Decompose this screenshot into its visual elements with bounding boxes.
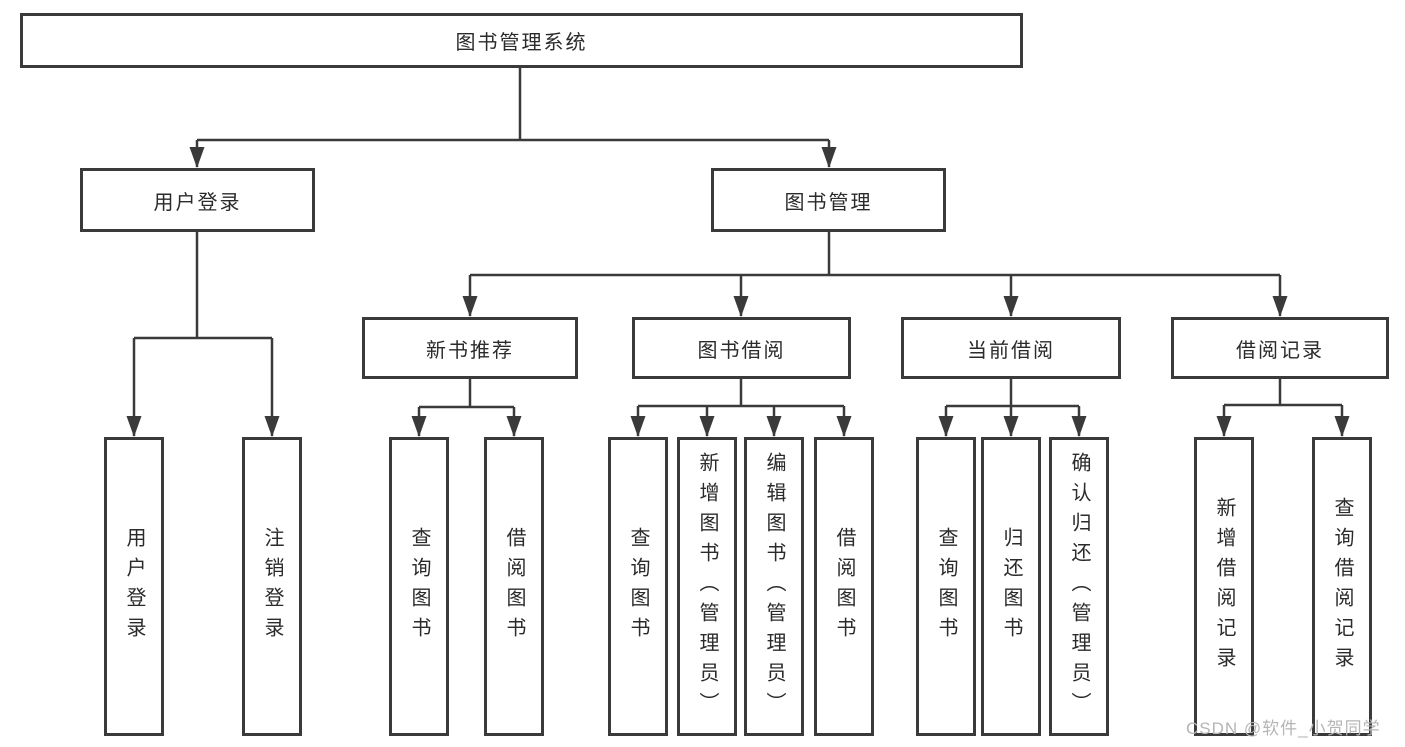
node-root: 图书管理系统 <box>20 13 1023 68</box>
connector-book-mgmt-to-level2 <box>462 232 1288 317</box>
leaf-add-book-admin: 新增图书（管理员） <box>677 437 737 736</box>
leaf-query-books-borrow: 查询图书 <box>608 437 668 736</box>
connector-root-to-level1 <box>189 68 837 168</box>
arrow-down-icon <box>821 147 837 168</box>
leaf-borrow-books-rec: 借阅图书 <box>484 437 544 736</box>
arrow-down-icon <box>766 416 782 437</box>
arrow-down-icon <box>1003 416 1019 437</box>
arrow-down-icon <box>506 416 522 437</box>
connector-new-book-rec-to-leaves <box>411 379 522 437</box>
leaf-borrow-books: 借阅图书 <box>814 437 874 736</box>
arrow-down-icon <box>411 416 427 437</box>
node-borrow-records: 借阅记录 <box>1171 317 1389 379</box>
node-user-login-branch: 用户登录 <box>80 168 315 232</box>
arrow-down-icon <box>1003 296 1019 317</box>
leaf-query-books-rec: 查询图书 <box>389 437 449 736</box>
leaf-add-borrow-record: 新增借阅记录 <box>1194 437 1254 736</box>
arrow-down-icon <box>264 416 280 437</box>
arrow-down-icon <box>699 416 715 437</box>
arrow-down-icon <box>1216 416 1232 437</box>
connector-borrow-records-to-leaves <box>1216 379 1350 437</box>
leaf-confirm-return-admin: 确认归还（管理员） <box>1049 437 1109 736</box>
watermark: CSDN @软件_小贺同学 <box>1186 719 1381 738</box>
node-book-mgmt-branch: 图书管理 <box>711 168 946 232</box>
node-current-borrow: 当前借阅 <box>901 317 1121 379</box>
arrow-down-icon <box>938 416 954 437</box>
arrow-down-icon <box>733 296 749 317</box>
arrow-down-icon <box>1272 296 1288 317</box>
arrow-down-icon <box>126 416 142 437</box>
arrow-down-icon <box>1334 416 1350 437</box>
node-new-book-rec: 新书推荐 <box>362 317 578 379</box>
leaf-return-books: 归还图书 <box>981 437 1041 736</box>
arrow-down-icon <box>462 296 478 317</box>
connector-book-borrow-to-leaves <box>630 379 852 437</box>
connector-user-login-to-leaves <box>126 232 280 437</box>
leaf-query-books-current: 查询图书 <box>916 437 976 736</box>
connector-current-borrow-to-leaves <box>938 379 1087 437</box>
leaf-logout: 注销登录 <box>242 437 302 736</box>
arrow-down-icon <box>189 147 205 168</box>
leaf-user-login: 用户登录 <box>104 437 164 736</box>
arrow-down-icon <box>1071 416 1087 437</box>
leaf-query-borrow-record: 查询借阅记录 <box>1312 437 1372 736</box>
arrow-down-icon <box>836 416 852 437</box>
arrow-down-icon <box>630 416 646 437</box>
leaf-edit-book-admin: 编辑图书（管理员） <box>744 437 804 736</box>
node-book-borrow: 图书借阅 <box>632 317 851 379</box>
